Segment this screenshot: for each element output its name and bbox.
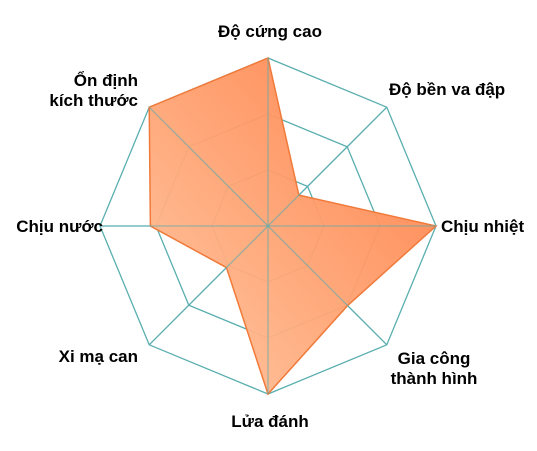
axis-label-line: Lửa đánh <box>231 412 308 431</box>
overlay-spoke-7 <box>148 106 269 227</box>
axis-label-line: Chịu nhiệt <box>441 217 524 236</box>
axis-label-line: thành hình <box>391 369 478 388</box>
axis-label-line: Độ bền va đập <box>389 80 505 99</box>
overlay-spoke-5 <box>148 225 269 346</box>
axis-label-1: Độ bền va đập <box>389 80 505 99</box>
axis-label-line: Ổn định <box>74 71 138 90</box>
axis-label-line: Độ cứng cao <box>218 22 322 41</box>
axis-label-line: Xi mạ can <box>59 347 138 366</box>
series-layer <box>100 56 438 396</box>
overlay-spoke-3 <box>267 225 388 346</box>
axis-label-0: Độ cứng cao <box>218 22 322 41</box>
axis-label-line: Gia công <box>398 349 471 368</box>
axis-label-6: Chịu nước <box>16 217 103 236</box>
axis-label-2: Chịu nhiệt <box>441 217 524 236</box>
overlay-spoke-1 <box>267 106 388 227</box>
axis-label-line: Chịu nước <box>16 217 103 236</box>
axis-label-line: kích thước <box>49 91 138 110</box>
axis-label-4: Lửa đánh <box>231 412 308 431</box>
axis-label-5: Xi mạ can <box>59 347 138 366</box>
